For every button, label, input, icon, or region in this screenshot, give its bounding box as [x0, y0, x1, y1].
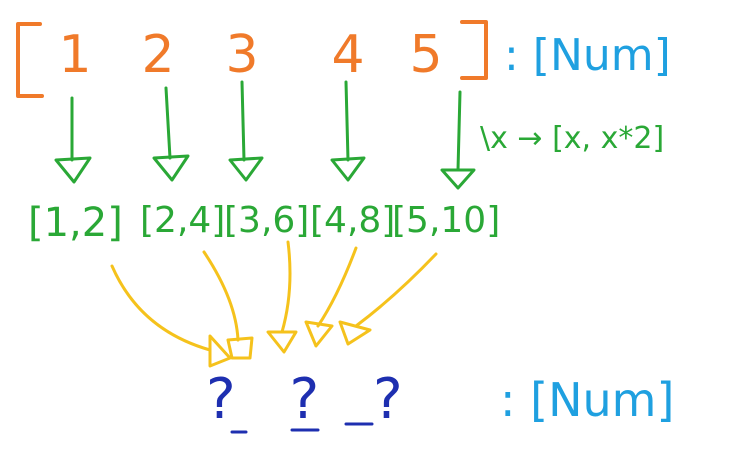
lambda-expression: \x → [x, x*2]	[480, 121, 664, 156]
input-value-2: 2	[141, 25, 174, 85]
map-arrow-3-head	[228, 156, 264, 182]
input-value-4: 4	[331, 25, 364, 85]
map-arrow-3-shaft	[240, 80, 246, 162]
output-unknown: ? ? ?	[206, 367, 421, 432]
flatten-arrow-3-head	[266, 330, 298, 354]
pair-2: [2,4]	[140, 200, 225, 241]
flatten-arrow-1-head	[208, 334, 232, 368]
input-right-bracket	[460, 20, 488, 80]
flatten-arrow-3	[280, 240, 292, 334]
pair-5: [5,10]	[392, 200, 500, 241]
flatten-arrows	[110, 240, 438, 368]
map-arrow-5-shaft	[456, 90, 462, 172]
input-left-bracket	[16, 22, 44, 98]
map-arrow-1-head	[54, 156, 92, 184]
flatten-arrow-5	[354, 252, 438, 328]
pair-1: [1,2]	[28, 200, 123, 246]
map-arrow-2-head	[152, 154, 190, 182]
flatten-arrow-4-head	[304, 320, 334, 348]
flatten-arrow-5-head	[338, 320, 372, 346]
input-type-annotation: : [Num]	[504, 30, 671, 81]
output-type-annotation: : [Num]	[500, 373, 674, 427]
flatten-arrow-2	[202, 250, 240, 342]
output-underlines	[230, 422, 374, 434]
flatten-arrow-2-head	[226, 336, 254, 360]
input-value-5: 5	[409, 25, 442, 85]
pair-4: [4,8]	[310, 200, 395, 241]
pair-3: [3,6]	[224, 200, 309, 241]
map-arrow-5-head	[440, 168, 476, 190]
map-arrow-4-shaft	[344, 80, 350, 162]
input-value-3: 3	[225, 25, 258, 85]
flatten-arrow-1	[110, 264, 212, 352]
map-arrow-4-head	[330, 156, 366, 182]
map-arrow-2-shaft	[164, 86, 172, 160]
flatten-arrow-4	[316, 246, 358, 328]
input-value-1: 1	[58, 25, 91, 85]
map-arrows	[54, 80, 476, 190]
